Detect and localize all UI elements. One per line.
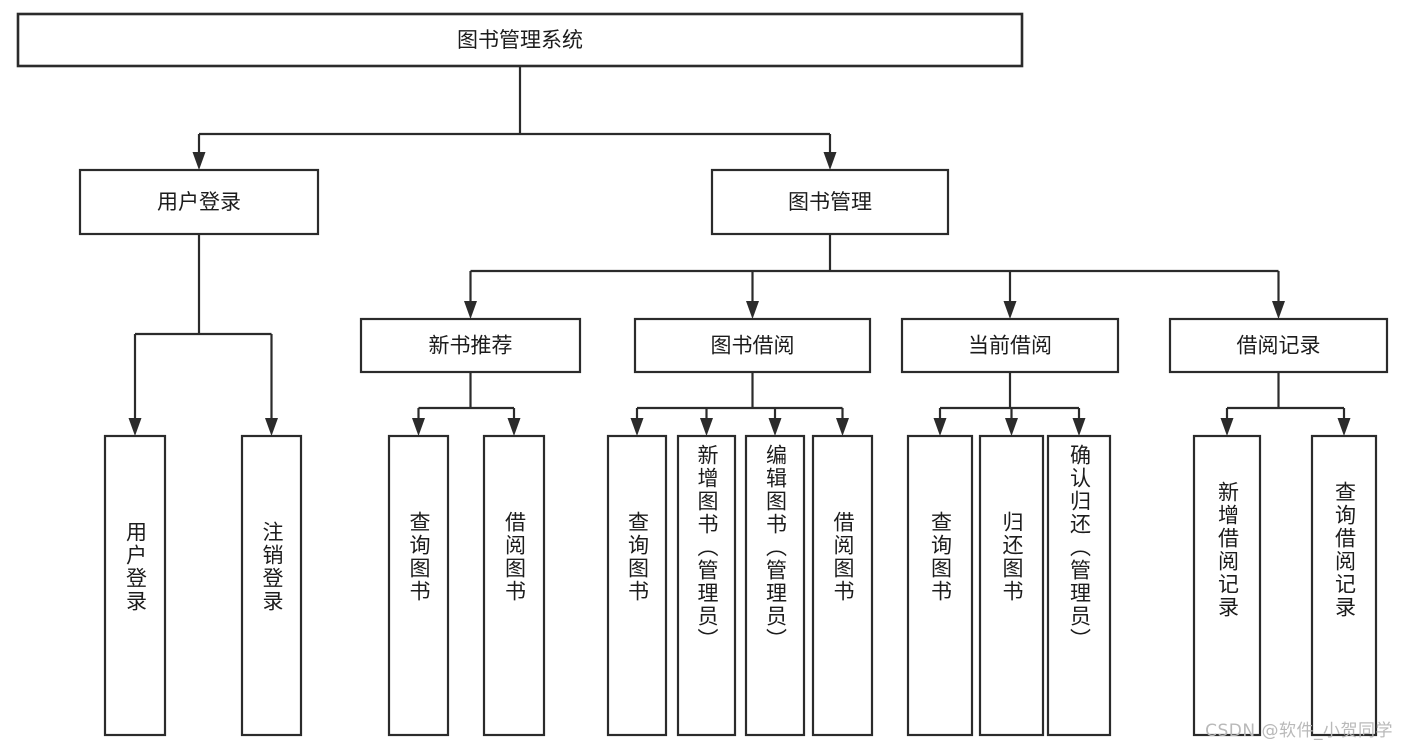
node-box [16,12,1024,68]
node-box [1046,434,1112,737]
node-box [240,434,303,737]
node-label: 用户登录 [157,190,241,214]
node-root[interactable]: 图书管理系统 [16,12,1024,68]
connector-user-login [128,234,278,436]
node-box [906,434,974,737]
node-box [606,434,668,737]
node-leaf-query-borrow-record[interactable] [1310,434,1378,737]
node-box [1168,317,1389,374]
csdn-watermark: CSDN @软件_小贺同学 [1205,721,1393,741]
node-user-login[interactable]: 用户登录 [78,168,320,236]
node-leaf-add-book-admin[interactable] [676,434,737,737]
connector-root [192,66,837,170]
node-leaf-add-borrow-record[interactable] [1192,434,1262,737]
node-box [900,317,1120,374]
node-box [1192,434,1262,737]
node-label: 图书管理系统 [457,28,583,52]
node-new-book-recommend[interactable]: 新书推荐 [359,317,582,374]
connector-book-borrow [630,372,849,436]
node-label: 当前借阅 [968,334,1052,358]
node-leaf-edit-book-admin[interactable] [744,434,806,737]
node-box [811,434,874,737]
node-leaf-user-login[interactable] [103,434,167,737]
node-box [103,434,167,737]
node-box [710,168,950,236]
node-box [744,434,806,737]
node-leaf-return-book[interactable] [978,434,1045,737]
node-current-borrow[interactable]: 当前借阅 [900,317,1120,374]
node-label: 新书推荐 [429,334,513,358]
node-label: 图书借阅 [711,334,795,358]
node-book-manage[interactable]: 图书管理 [710,168,950,236]
node-box [978,434,1045,737]
node-leaf-confirm-return-admin[interactable] [1046,434,1112,737]
node-box [387,434,450,737]
node-box [676,434,737,737]
node-leaf-query-book-recommend[interactable] [387,434,450,737]
connector-borrow-record [1220,372,1351,436]
node-box [482,434,546,737]
node-book-borrow[interactable]: 图书借阅 [633,317,872,374]
node-leaf-user-logout[interactable] [240,434,303,737]
node-box [1310,434,1378,737]
node-label: 图书管理 [788,190,872,214]
connector-current-borrow [933,372,1086,436]
connector-new-book-recommend [412,372,521,436]
node-box [78,168,320,236]
node-leaf-query-book-current[interactable] [906,434,974,737]
node-box [633,317,872,374]
node-leaf-borrow-book[interactable] [811,434,874,737]
node-leaf-borrow-book-recommend[interactable] [482,434,546,737]
node-box [359,317,582,374]
connector-book-manage [464,234,1285,319]
node-leaf-query-book-borrow[interactable] [606,434,668,737]
node-label: 借阅记录 [1237,334,1321,358]
node-borrow-record[interactable]: 借阅记录 [1168,317,1389,374]
